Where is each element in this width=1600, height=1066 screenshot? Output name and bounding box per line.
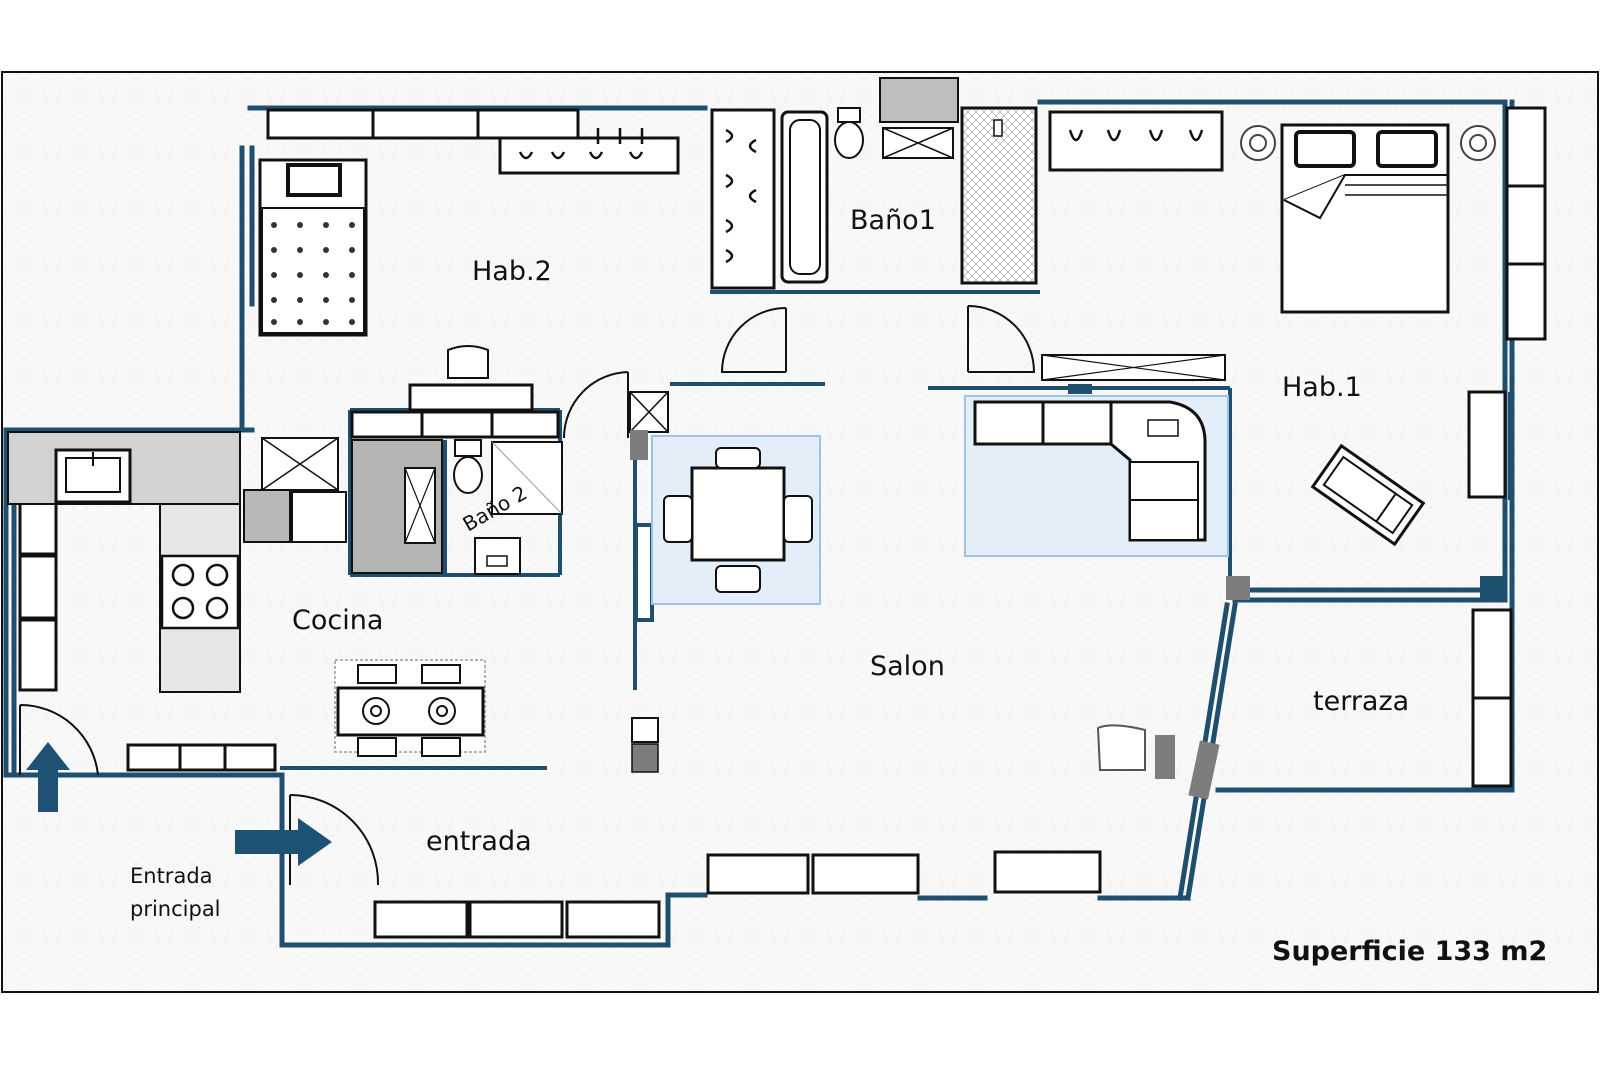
bathroom-2-fixtures [351, 439, 563, 575]
bathroom-1-fixtures [780, 77, 1038, 285]
toilet-icon [453, 439, 483, 494]
wardrobe-icon [498, 108, 1224, 290]
room-label-cocina: Cocina [292, 605, 383, 636]
bed-icon [258, 158, 368, 337]
toilet-icon [834, 107, 864, 159]
room-label-terraza: terraza [1313, 686, 1409, 717]
lounger-icon [1310, 443, 1426, 547]
shower-icon [491, 441, 563, 515]
master-bedroom-fixtures [1041, 123, 1496, 547]
hanger-marks [518, 128, 1204, 264]
room-label-entrada: entrada [426, 826, 532, 857]
surface-area-label: Superficie 133 m2 [1272, 936, 1547, 967]
entrance-arrow-right-icon [235, 818, 332, 866]
dining-table-icon [334, 659, 486, 757]
entrance-arrow-up-icon [26, 742, 70, 812]
sink-icon [474, 537, 521, 575]
room-label-hab2: Hab.2 [472, 256, 552, 287]
cooktop-icon [160, 554, 240, 630]
desk [350, 383, 560, 439]
dining-table-icon [651, 435, 821, 605]
sofa-icon [964, 395, 1229, 557]
chair-icon [447, 345, 489, 379]
chair-icon [1096, 724, 1175, 779]
shower-icon [960, 106, 1038, 285]
sink-icon [54, 448, 132, 504]
main-entrance-label-line2: principal [130, 897, 221, 921]
windows [18, 106, 1547, 939]
room-label-bano1: Baño1 [850, 205, 936, 236]
room-label-salon: Salon [870, 651, 945, 682]
main-entrance-label-line1: Entrada [130, 864, 213, 888]
kitchen-fixtures [7, 431, 486, 757]
room-label-hab1: Hab.1 [1282, 372, 1362, 403]
salon-fixtures [629, 391, 1504, 800]
bed-icon [1280, 123, 1450, 314]
plant-icon [1240, 125, 1496, 161]
